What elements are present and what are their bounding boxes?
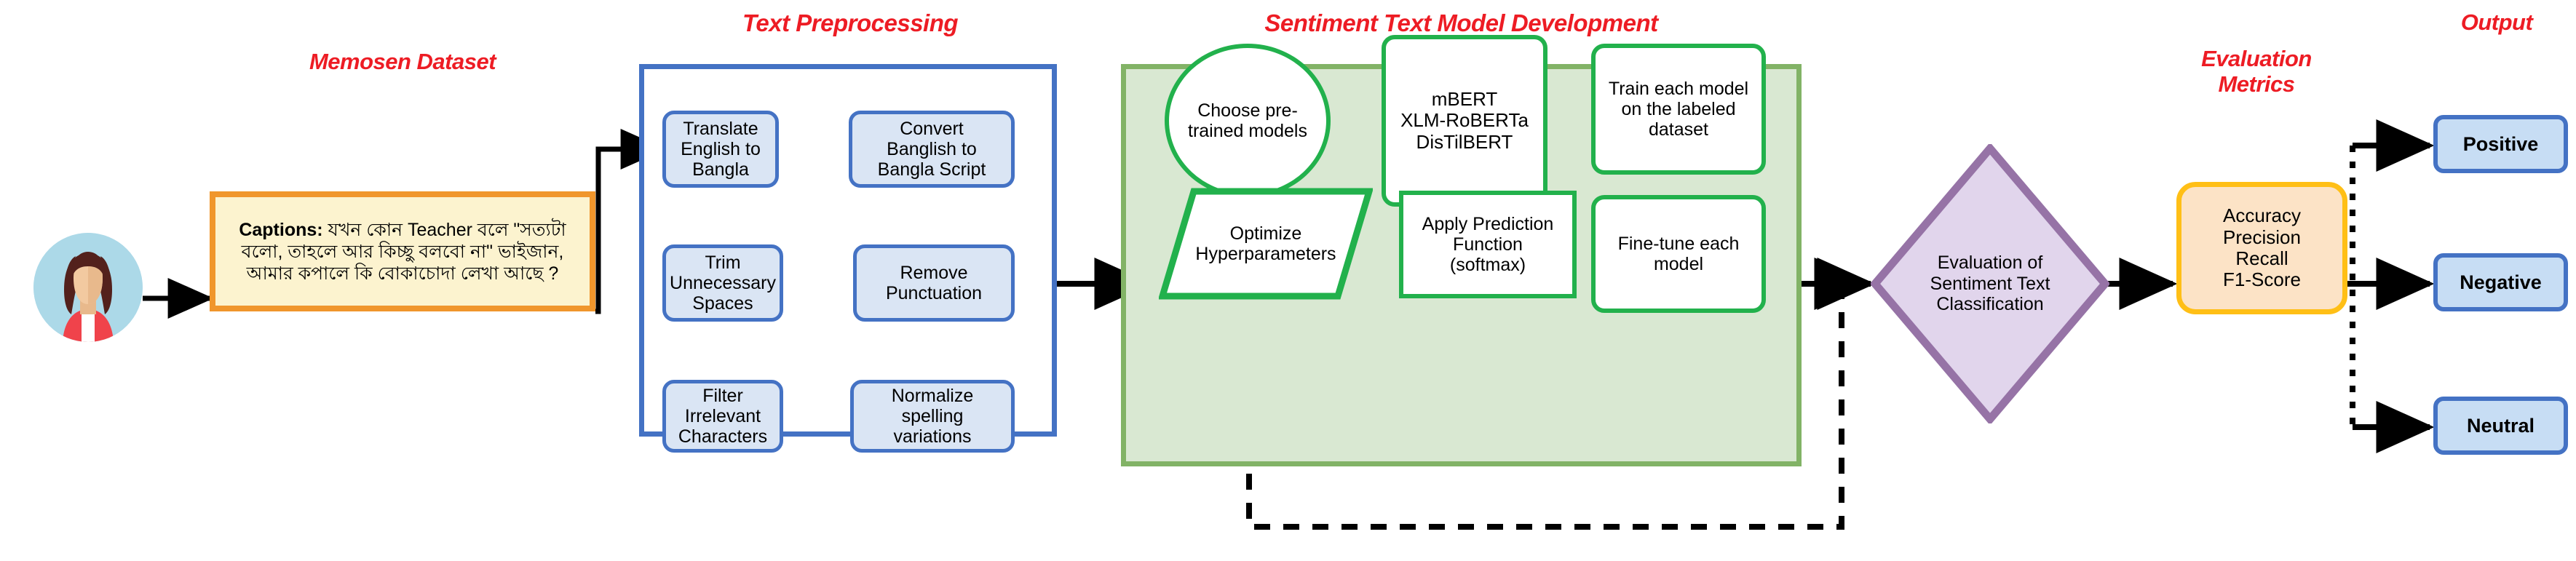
node-remove-punctuation[interactable]: Remove Punctuation (853, 244, 1015, 322)
output-negative[interactable]: Negative (2433, 253, 2568, 311)
avatar-illustration (33, 233, 143, 342)
node-train-each-model[interactable]: Train each model on the labeled dataset (1591, 44, 1766, 175)
dataset-section-title: Memosen Dataset (309, 49, 496, 74)
avatar (33, 233, 143, 342)
captions-value: যখন কোন Teacher বলে "সত্যটা বলো, তাহলে আ… (241, 219, 566, 284)
node-trim-unnecessary-spaces[interactable]: Trim Unnecessary Spaces (662, 244, 783, 322)
node-pretrained-model-list[interactable]: mBERT XLM-RoBERTa DisTilBERT (1382, 35, 1547, 207)
evaluation-metrics-title: Evaluation Metrics (2201, 46, 2312, 97)
dataset-caption-text: Captions: যখন কোন Teacher বলে "সত্যটা বল… (221, 219, 584, 285)
model-section-title: Sentiment Text Model Development (1264, 9, 1658, 36)
preprocessing-section-title: Text Preprocessing (742, 9, 959, 36)
captions-label: Captions: (239, 219, 323, 240)
evaluation-metrics-box[interactable]: Accuracy Precision Recall F1-Score (2176, 182, 2347, 314)
node-normalize-spelling-variations[interactable]: Normalize spelling variations (850, 380, 1015, 453)
output-positive[interactable]: Positive (2433, 115, 2568, 173)
parallelogram-shape (1159, 188, 1373, 300)
node-evaluation-of-sentiment-text-classification[interactable]: Evaluation of Sentiment Text Classificat… (1871, 144, 2109, 423)
diamond-shape (1871, 144, 2109, 423)
node-apply-prediction-function[interactable]: Apply Prediction Function (softmax) (1399, 191, 1577, 298)
node-choose-pretrained-models[interactable]: Choose pre- trained models (1165, 44, 1331, 198)
node-finetune-each-model[interactable]: Fine-tune each model (1591, 195, 1766, 313)
output-section-title: Output (2460, 9, 2533, 35)
dataset-caption-box: Captions: যখন কোন Teacher বলে "সত্যটা বল… (210, 191, 595, 311)
node-convert-banglish-to-bangla-script[interactable]: Convert Banglish to Bangla Script (849, 111, 1015, 188)
node-filter-irrelevant-characters[interactable]: Filter Irrelevant Characters (662, 380, 783, 453)
evaluation-diamond-label: Evaluation of Sentiment Text Classificat… (1930, 252, 2050, 315)
output-neutral[interactable]: Neutral (2433, 397, 2568, 455)
optimize-hyperparameters-label: Optimize Hyperparameters (1195, 223, 1336, 264)
node-translate-english-to-bangla[interactable]: Translate English to Bangla (662, 111, 779, 188)
node-optimize-hyperparameters[interactable]: Optimize Hyperparameters (1159, 188, 1373, 300)
